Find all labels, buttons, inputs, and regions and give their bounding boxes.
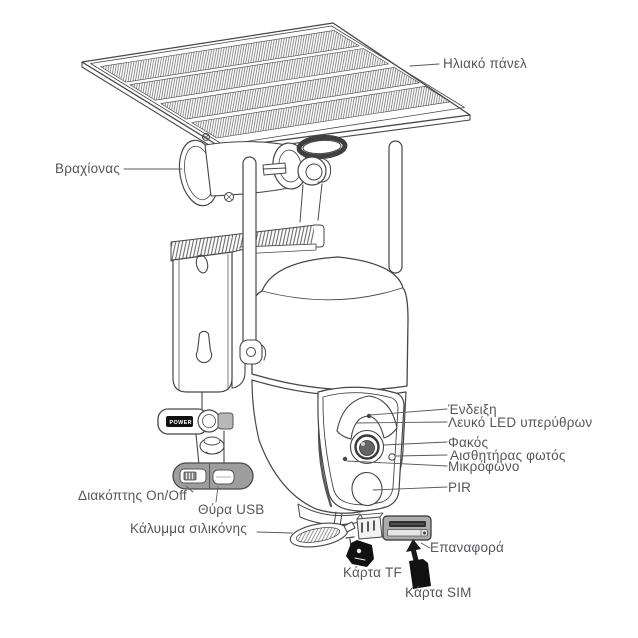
power-badge [166,416,193,427]
sim-card-icon [409,559,431,589]
indicator-led-dot [366,413,372,419]
label-reset: Επαναφορά [430,540,505,555]
label-on-off-switch: Διακόπτης On/Off [78,488,187,503]
sim-card-tray [387,529,428,537]
reset-hole [423,531,426,535]
wall-bracket-drawing [172,248,246,393]
label-microphone: Μικρόφωνο [448,459,520,474]
label-light-sensor: Αισθητήρας φωτός [450,448,566,463]
label-sim-card: Κάρτα SIM [405,585,472,600]
light-sensor-dot [388,453,396,461]
power-assembly-drawing: POWER [157,391,254,490]
label-white-led: Λευκό LED υπερύθρων [448,415,593,430]
right-antenna-drawing [388,140,403,274]
power-badge-text: POWER [170,420,192,426]
leader-indicator [369,408,448,416]
leader-reset [420,542,431,549]
white-led-window [336,395,398,440]
label-solar-panel: Ηλιακό πάνελ [443,56,527,71]
leader-on-off-switch [185,485,194,493]
camera-base-drawing [289,503,432,589]
leader-pir [372,486,448,491]
leader-lines [123,63,448,549]
lens-outer-ring [349,429,385,465]
camera-face-drawing [317,386,405,512]
leader-lens [383,441,448,446]
pir-window [351,471,383,507]
lens-barrel [354,434,380,460]
microphone-dot [342,456,348,462]
label-lens: Φακός [448,435,489,450]
leader-white-led [355,421,448,424]
mount-joint-drawing [178,133,348,223]
solar-panel-drawing [81,22,471,154]
label-pir: PIR [448,480,472,495]
tf-card-icon [346,540,374,567]
label-silicone-cover: Κάλυμμα σιλικόνης [130,521,247,536]
leader-microphone [346,460,448,467]
card-slot-panel [382,515,432,541]
label-tf-card: Κάρτα TF [343,565,402,580]
left-antenna-drawing [239,156,267,365]
label-bracket: Βραχίονας [55,161,120,176]
leader-solar-panel [409,63,440,67]
plug-tip [217,412,234,430]
leader-silicone-cover [256,531,293,534]
label-usb-port: Θύρα USB [198,502,265,517]
leader-usb-port [215,486,219,503]
label-indicator: Ένδειξη [448,402,497,417]
leader-light-sensor [395,454,448,457]
sim-insert-arrow [406,539,421,563]
